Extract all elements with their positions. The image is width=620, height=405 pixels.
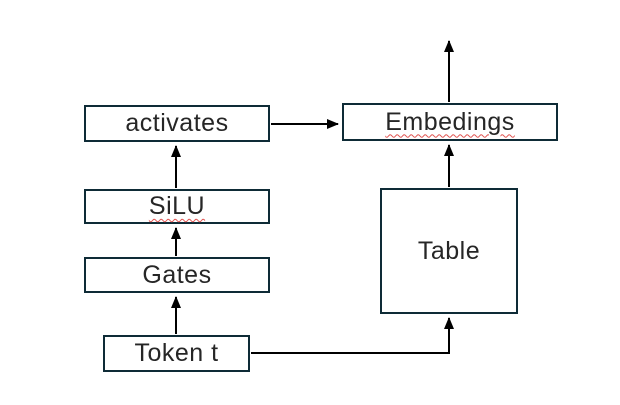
node-activates: activates	[84, 105, 270, 142]
node-gates: Gates	[84, 257, 270, 293]
node-activates-label: activates	[125, 109, 229, 137]
node-silu-label: SiLU	[148, 192, 206, 220]
node-token-t: Token t	[103, 335, 250, 372]
node-table-label: Table	[417, 236, 481, 265]
node-embedings-label: Embedings	[385, 107, 515, 136]
node-token-t-label: Token t	[134, 339, 219, 367]
arrow-token-to-table	[251, 317, 454, 354]
node-gates-label: Gates	[142, 260, 212, 289]
node-embedings: Embedings	[342, 103, 558, 141]
node-table: Table	[380, 188, 518, 314]
node-silu: SiLU	[84, 189, 270, 224]
